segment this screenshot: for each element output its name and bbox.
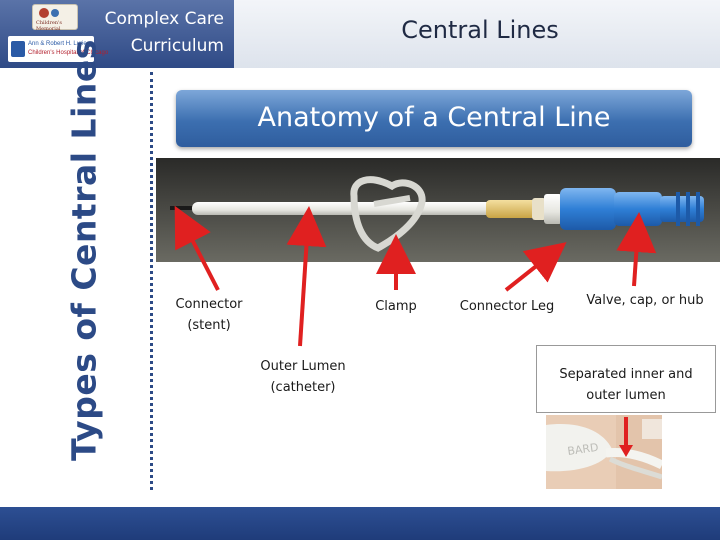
separated-lumen-photo: BARD	[546, 415, 662, 489]
label-clamp: Clamp	[364, 296, 428, 317]
label-outer-lumen-line2: (catheter)	[246, 377, 360, 398]
brand-line-2: Curriculum	[105, 33, 224, 60]
label-outer-lumen: Outer Lumen (catheter)	[246, 356, 360, 398]
separated-lumen-line2: outer lumen	[537, 385, 715, 406]
page-title: Central Lines	[300, 16, 660, 44]
label-outer-lumen-line1: Outer Lumen	[246, 356, 360, 377]
separated-lumen-line1: Separated inner and	[537, 364, 715, 385]
label-connector-leg: Connector Leg	[446, 296, 568, 317]
slide-heading-banner: Anatomy of a Central Line	[176, 90, 692, 147]
brand-title: Complex Care Curriculum	[105, 6, 224, 60]
footer-bar	[0, 507, 720, 540]
separated-lumen-label: Separated inner and outer lumen	[537, 364, 715, 406]
separated-lumen-callout: Separated inner and outer lumen	[536, 345, 716, 413]
brand-line-1: Complex Care	[105, 6, 224, 33]
central-line-photo	[156, 158, 720, 262]
childrens-memorial-logo: Children's Memorial	[32, 4, 78, 30]
label-valve: Valve, cap, or hub	[570, 290, 720, 311]
brand-block: Children's Memorial Ann & Robert H. Luri…	[0, 0, 234, 68]
label-connector: Connector (stent)	[162, 294, 256, 336]
label-connector-line2: (stent)	[162, 315, 256, 336]
dotted-divider	[150, 72, 153, 490]
slide-heading: Anatomy of a Central Line	[176, 102, 692, 133]
label-connector-line1: Connector	[162, 294, 256, 315]
vertical-section-title: Types of Central Lines	[65, 39, 104, 461]
